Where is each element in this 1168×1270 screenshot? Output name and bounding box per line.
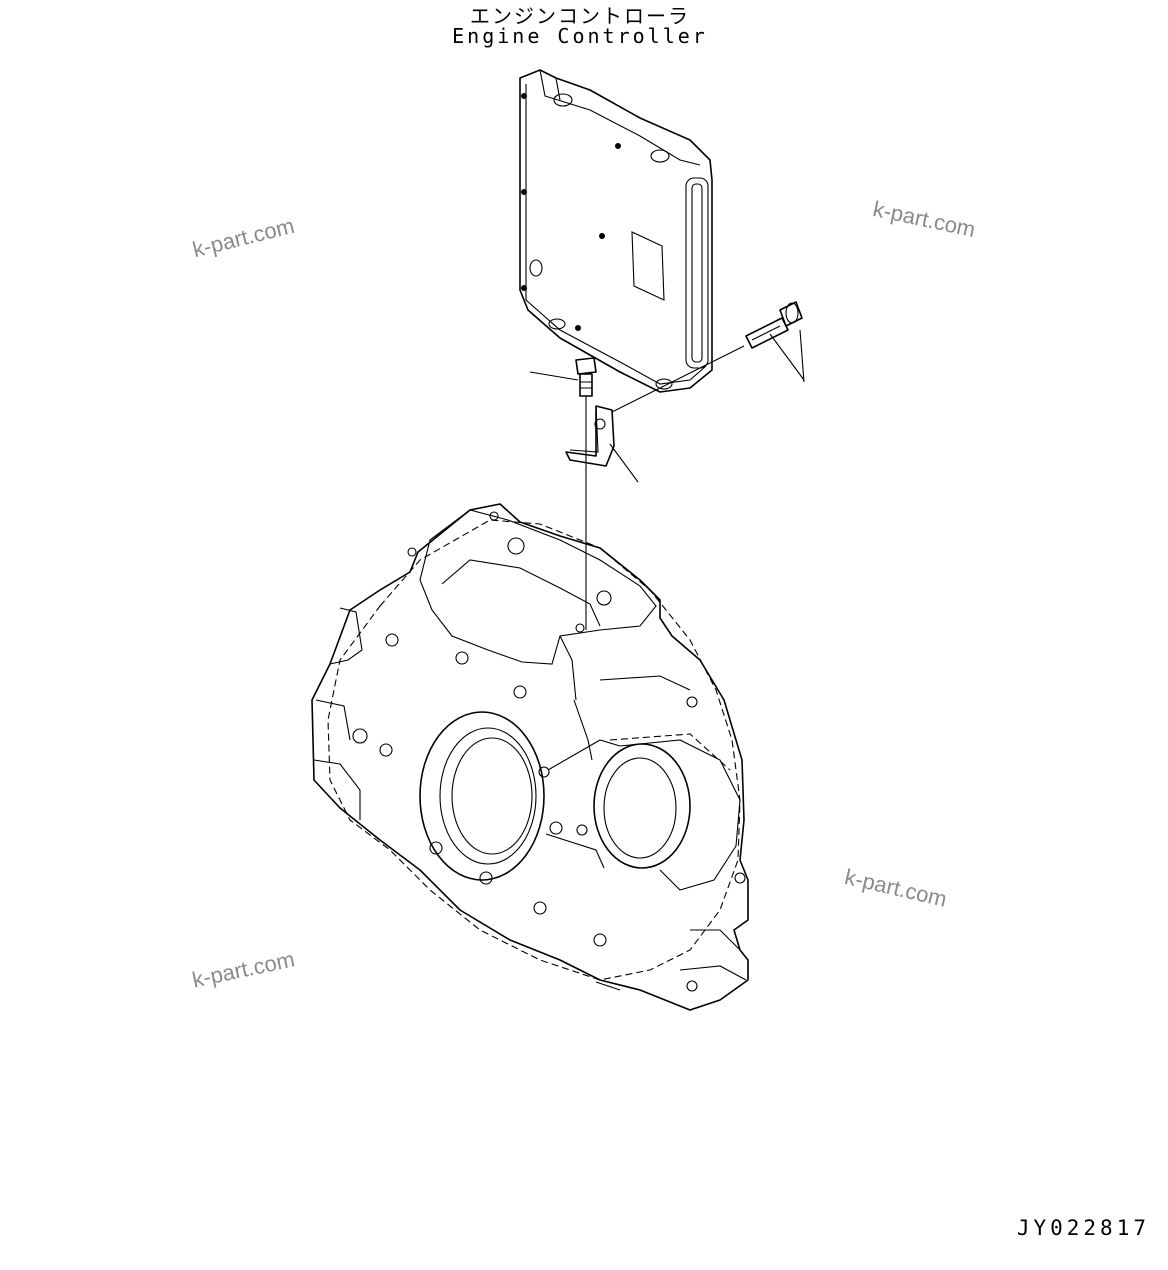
- figure-code: JY022817: [1016, 1216, 1150, 1240]
- flywheel-housing[interactable]: [311, 503, 749, 1011]
- diagram-title-japanese: エンジンコントローラ: [470, 4, 690, 28]
- mounting-bolt-long[interactable]: [745, 301, 805, 383]
- diagram-title-english: Engine Controller: [452, 24, 708, 48]
- engine-controller[interactable]: [519, 69, 713, 393]
- mounting-bolt-short[interactable]: [529, 357, 597, 397]
- mounting-bracket[interactable]: [565, 405, 639, 483]
